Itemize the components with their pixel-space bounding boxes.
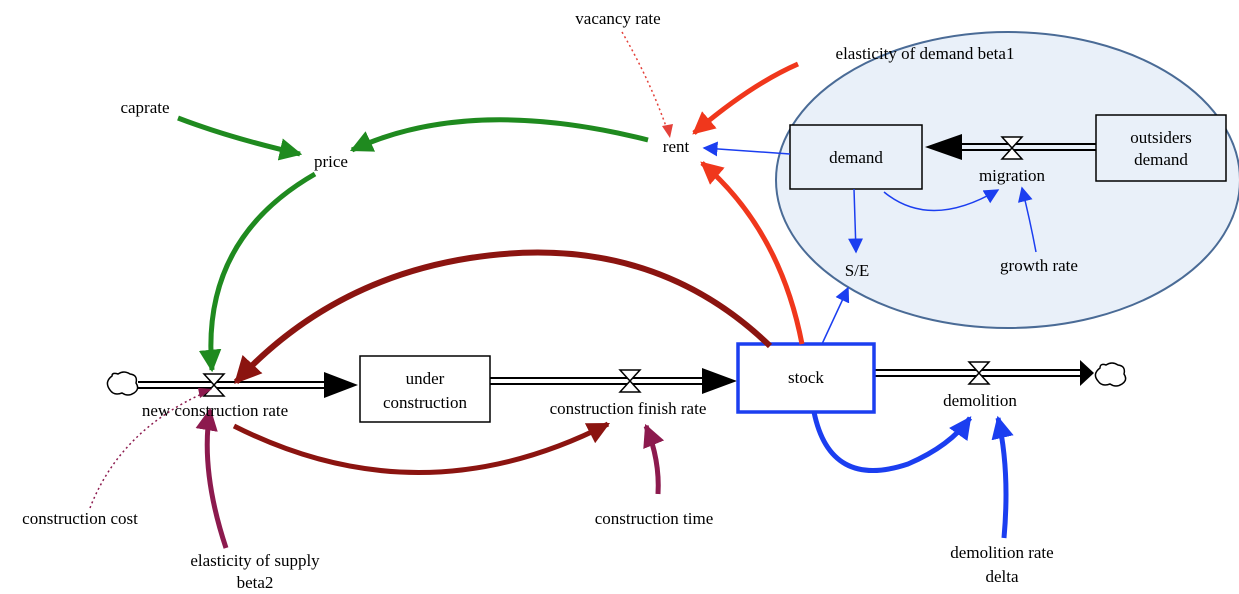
construction-flow-arrowhead	[324, 372, 358, 398]
link-vacancy-rent	[621, 31, 669, 133]
price-label: price	[314, 152, 348, 171]
construction-cost-label: construction cost	[22, 509, 138, 528]
migration-valve-icon	[1000, 136, 1024, 160]
source-cloud-icon	[106, 371, 139, 396]
sink-cloud-icon	[1094, 362, 1127, 387]
link-stock-rent	[700, 161, 805, 345]
construction-finish-rate-label: construction finish rate	[550, 399, 707, 418]
link-demand-se	[848, 188, 864, 254]
link-demand-migration	[883, 189, 1000, 212]
vacancy-rate-label: vacancy rate	[575, 9, 660, 28]
link-demand-rent	[702, 141, 791, 157]
growth-rate-label: growth rate	[1000, 256, 1078, 275]
link-stock-construction	[233, 249, 773, 385]
link-elasticity-supply-construction	[195, 407, 229, 549]
elasticity-supply-label-1: elasticity of supply	[190, 551, 320, 570]
link-delta-demolition	[991, 415, 1014, 539]
construction-time-label: construction time	[595, 509, 714, 528]
migration-label: migration	[979, 166, 1046, 185]
demolition-valve-icon	[967, 361, 991, 385]
caprate-label: caprate	[120, 98, 169, 117]
under-construction-label-1: under	[406, 369, 445, 388]
demolition-label: demolition	[943, 391, 1017, 410]
migration-sector-ellipse	[775, 31, 1239, 329]
outsiders-demand-label-1: outsiders	[1130, 128, 1191, 147]
link-construction-finish	[232, 421, 611, 475]
demolition-flow-arrowhead	[1080, 360, 1094, 386]
link-growth-migration	[1017, 186, 1037, 253]
link-cost-construction-arrowhead	[198, 388, 212, 398]
under-construction-stock-box[interactable]	[359, 355, 491, 423]
link-caprate-price	[177, 115, 303, 161]
stock-box[interactable]	[736, 342, 876, 414]
stock-label: stock	[788, 368, 824, 387]
link-cost-construction	[89, 391, 207, 509]
under-construction-label-2: construction	[383, 393, 468, 412]
demand-stock-box[interactable]	[789, 124, 923, 190]
link-elasticity-demand-rent	[692, 61, 800, 135]
link-price-construction	[198, 171, 317, 373]
migration-flow-arrowhead	[925, 134, 962, 160]
link-rent-price	[349, 117, 649, 153]
link-time-finish	[643, 423, 665, 495]
demolition-rate-label-1: demolition rate	[950, 543, 1053, 562]
link-vacancy-rent-arrowhead	[662, 124, 673, 138]
demand-label: demand	[829, 148, 883, 167]
link-stock-demolition	[811, 411, 973, 473]
new-construction-rate-label: new construction rate	[142, 401, 288, 420]
finish-flow-arrowhead	[702, 368, 737, 394]
finish-valve-icon	[618, 369, 642, 393]
rent-label: rent	[663, 137, 690, 156]
outsiders-demand-label-2: demand	[1134, 150, 1188, 169]
se-label: S/E	[845, 261, 870, 280]
elasticity-demand-label: elasticity of demand beta1	[836, 44, 1015, 63]
outsiders-demand-stock-box[interactable]	[1095, 114, 1227, 182]
link-stock-se	[821, 286, 850, 345]
demolition-rate-label-2: delta	[985, 567, 1018, 586]
elasticity-supply-label-2: beta2	[237, 573, 274, 592]
